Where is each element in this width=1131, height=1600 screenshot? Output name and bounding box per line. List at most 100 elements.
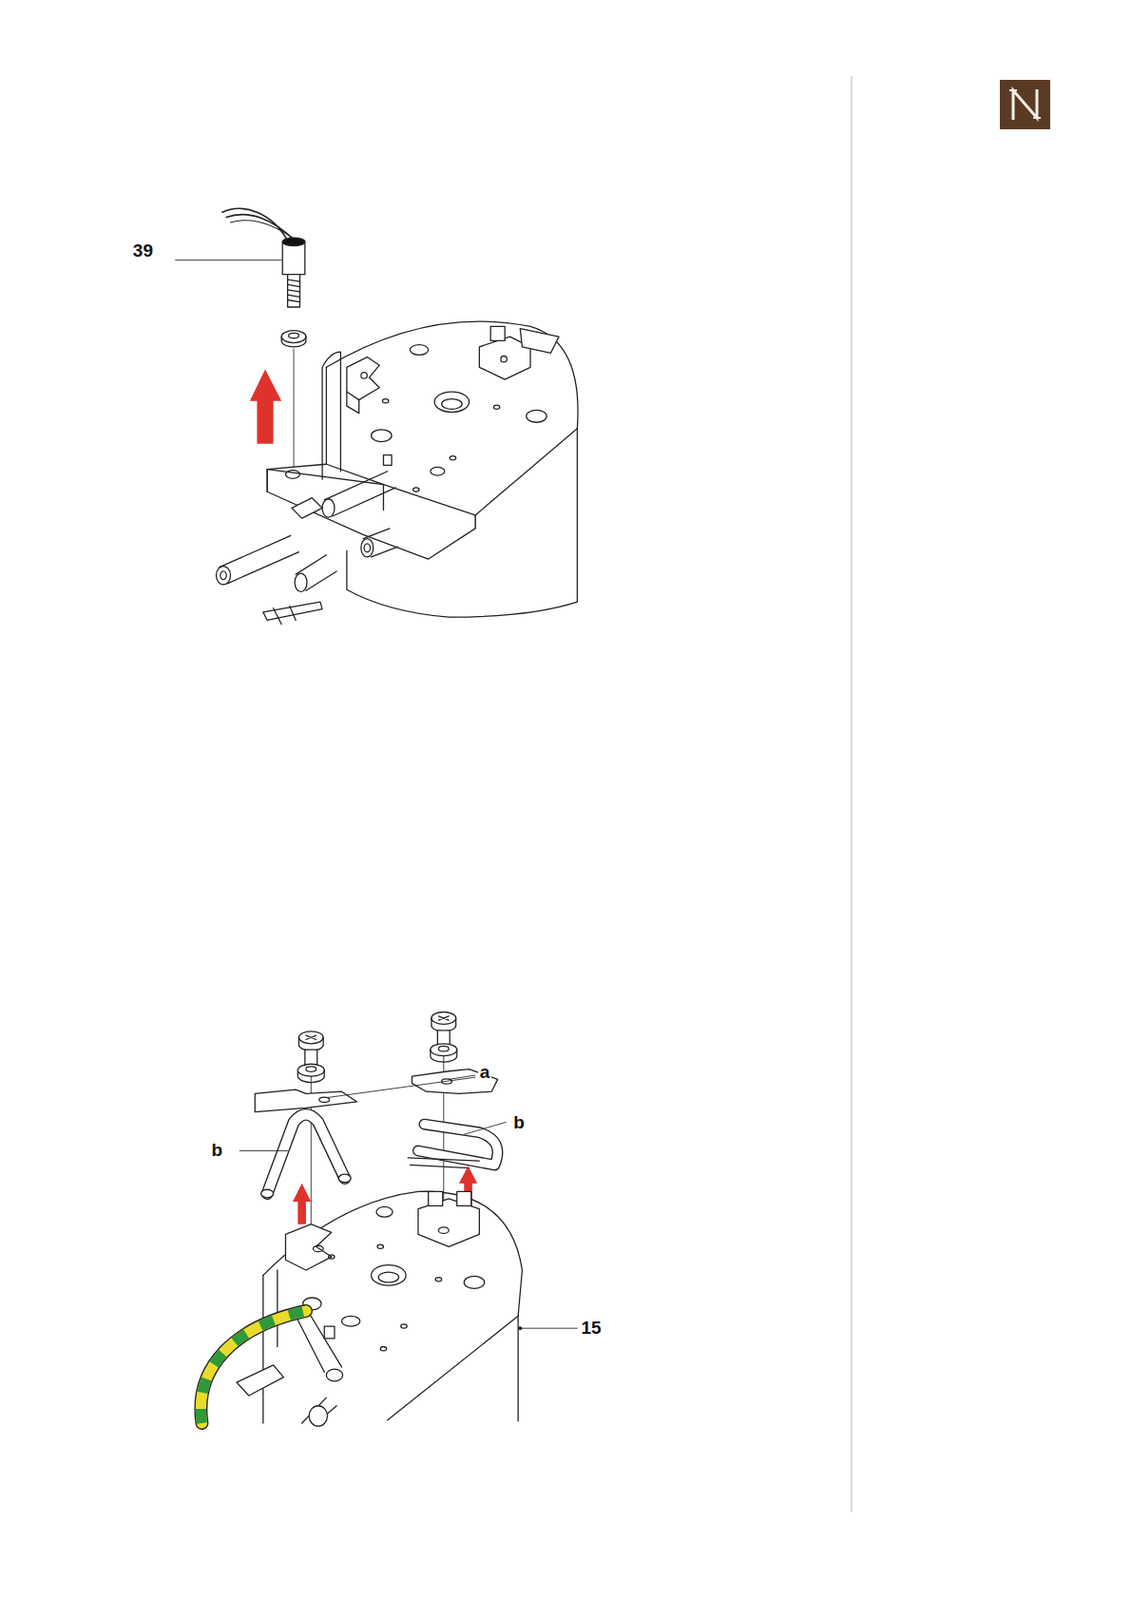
screws-and-clips	[430, 1049, 458, 1062]
heating-block	[435, 1277, 441, 1282]
heating-block	[380, 1345, 386, 1350]
heating-block	[328, 1254, 335, 1259]
temperature-sensor	[282, 241, 306, 274]
screws-and-clips	[319, 1096, 330, 1102]
screws-and-clips	[430, 1043, 458, 1056]
heating-block	[236, 1364, 284, 1396]
heating-block	[490, 325, 505, 341]
heating-block	[382, 399, 388, 403]
screws-and-clips	[438, 1045, 449, 1051]
heating-block	[401, 1323, 407, 1328]
heating-block	[215, 321, 578, 625]
heating-block	[236, 1190, 522, 1426]
earth-wire	[200, 1310, 307, 1423]
leader-line	[463, 1121, 506, 1134]
screws-and-clips	[298, 1036, 324, 1051]
heating-block	[526, 409, 547, 422]
heating-block	[361, 538, 374, 557]
screws-and-clips	[267, 1113, 346, 1193]
temperature-sensor	[222, 208, 307, 467]
screws-and-clips	[338, 1173, 351, 1183]
screws-and-clips	[438, 1015, 449, 1020]
heating-block	[463, 1275, 484, 1288]
heating-block	[493, 404, 499, 409]
temperature-sensor	[222, 208, 288, 241]
heating-block	[276, 1269, 278, 1346]
temperature-sensor	[282, 237, 306, 247]
heating-block	[263, 601, 323, 620]
heating-block	[430, 466, 445, 476]
heating-block	[378, 1271, 399, 1283]
logo-square	[999, 79, 1051, 130]
temperature-sensor	[287, 279, 301, 303]
heating-block	[267, 469, 269, 493]
leader-line	[175, 259, 283, 261]
leader-line	[519, 1327, 577, 1329]
earth-wire	[200, 1310, 307, 1423]
heating-block	[267, 463, 476, 559]
part-letter: a	[478, 1061, 493, 1082]
callout-number: 39	[131, 240, 155, 261]
part-letter: b	[209, 1139, 225, 1160]
heating-block	[383, 455, 392, 466]
screws-and-clips	[297, 1070, 325, 1083]
screws-and-clips	[431, 1017, 457, 1032]
leader-line	[518, 1326, 522, 1330]
heating-block	[325, 366, 327, 464]
exploded-illustration	[175, 208, 578, 1426]
heating-block	[325, 1368, 343, 1381]
heating-block	[262, 1274, 264, 1423]
heating-block	[371, 429, 392, 442]
temperature-sensor	[226, 214, 295, 242]
heating-block	[294, 573, 307, 592]
heating-block	[220, 571, 227, 580]
heating-block	[364, 543, 370, 553]
heating-block	[413, 487, 420, 492]
page-divider	[850, 76, 853, 1512]
brand-logo	[999, 79, 1051, 130]
heating-block	[291, 498, 323, 518]
screws-and-clips	[254, 1012, 498, 1250]
heating-block	[322, 351, 341, 480]
heating-block	[285, 470, 300, 480]
direction-arrow	[249, 368, 282, 443]
leader-line	[325, 1076, 476, 1097]
logo-mark	[1009, 90, 1041, 118]
logo-mark	[1013, 89, 1037, 120]
screws-and-clips	[267, 1113, 346, 1193]
screws-and-clips	[261, 1188, 274, 1198]
direction-arrow	[292, 1183, 311, 1225]
heating-block	[273, 605, 297, 624]
screws-and-clips	[306, 1035, 317, 1039]
screws-and-clips	[407, 1157, 480, 1169]
earth-wire	[200, 1310, 307, 1423]
heating-block	[312, 1245, 324, 1251]
heating-block	[341, 1315, 360, 1326]
temperature-sensor	[281, 330, 307, 344]
screws-and-clips	[297, 1063, 325, 1076]
heating-block	[215, 566, 231, 585]
heating-block	[308, 1405, 327, 1426]
heating-block	[428, 1190, 443, 1206]
heating-block	[441, 399, 462, 410]
heating-block	[285, 1224, 331, 1270]
temperature-sensor	[288, 332, 300, 338]
heating-block	[457, 1190, 472, 1206]
heating-block	[500, 356, 507, 363]
temperature-sensor	[281, 336, 307, 347]
heating-block	[346, 357, 380, 401]
heating-block	[361, 372, 367, 379]
heating-block	[517, 1315, 518, 1421]
part-letter: b	[511, 1111, 527, 1132]
temperature-sensor	[287, 274, 301, 307]
screws-and-clips	[431, 1012, 457, 1025]
earth-wire	[200, 1310, 307, 1423]
callout-number: 15	[578, 1317, 603, 1338]
screws-and-clips	[306, 1066, 317, 1072]
heating-block	[219, 535, 300, 583]
heating-block	[438, 1226, 449, 1233]
temperature-sensor	[293, 348, 295, 467]
heating-block	[346, 391, 360, 414]
heating-block	[434, 391, 469, 412]
